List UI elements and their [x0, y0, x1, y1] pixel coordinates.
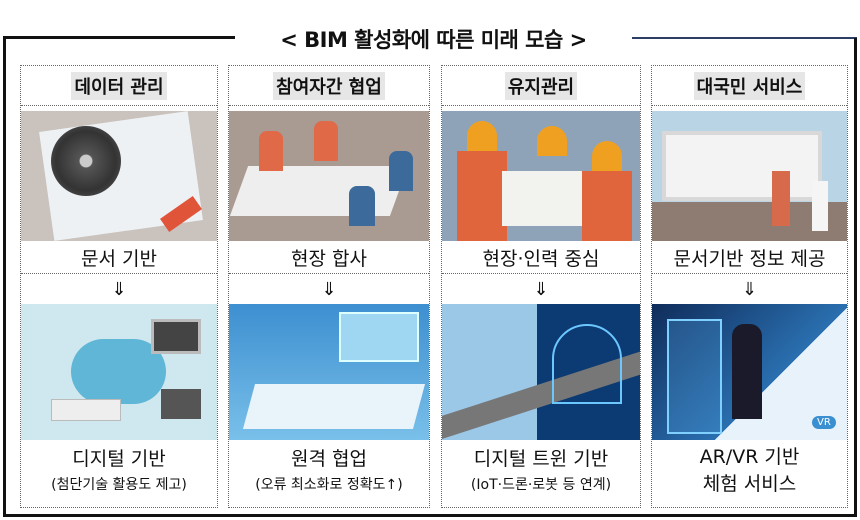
workers-blueprint-image [442, 111, 640, 241]
frame-line-left [3, 36, 235, 39]
column-header: 데이터 관리 [71, 71, 167, 100]
after-sublabel: (IoT·드론·로봇 등 연계) [470, 476, 612, 493]
after-label: AR/VR 기반 [699, 446, 800, 468]
digital-twin-bridge-image [442, 304, 640, 440]
down-arrow-icon: ⇓ [741, 278, 758, 300]
after-sublabel: (오류 최소화로 정확도↑) [255, 476, 403, 493]
document-exhibition-image [652, 111, 847, 241]
vr-badge: VR [812, 416, 836, 429]
before-label: 문서 기반 [21, 241, 217, 274]
document-cd-image [21, 111, 217, 241]
after-label: 디지털 기반 [72, 447, 166, 470]
down-arrow-icon: ⇓ [533, 278, 549, 300]
before-label: 현장·인력 중심 [442, 241, 640, 274]
before-label: 문서기반 정보 제공 [652, 241, 847, 274]
page-title: < BIM 활성화에 따른 미래 모습 > [280, 28, 587, 52]
after-sublabel: 체험 서비스 [702, 473, 797, 495]
column-header: 유지관리 [504, 71, 578, 100]
frame [3, 38, 857, 517]
column-collaboration: 참여자간 협업 현장 합사 ⇓ 원격 협업 (오류 최소화로 정확도↑) [228, 65, 430, 508]
after-label: 디지털 트윈 기반 [473, 447, 609, 470]
column-header: 참여자간 협업 [273, 71, 385, 100]
frame-line-right [632, 37, 857, 39]
column-data-management: 데이터 관리 문서 기반 ⇓ 디지털 기반 (첨단기술 활용도 제고) [20, 65, 218, 508]
column-header: 대국민 서비스 [693, 71, 806, 100]
remote-collaboration-image [229, 304, 429, 440]
onsite-meeting-image [229, 111, 429, 241]
column-maintenance: 유지관리 현장·인력 중심 ⇓ 디지털 트윈 기반 (IoT·드론·로봇 등 연계… [441, 65, 641, 508]
after-sublabel: (첨단기술 활용도 제고) [51, 476, 187, 493]
down-arrow-icon: ⇓ [111, 278, 127, 300]
before-label: 현장 합사 [229, 241, 429, 274]
vr-experience-image: VR [652, 304, 847, 440]
after-label: 원격 협업 [291, 447, 367, 470]
digital-cloud-image [21, 304, 217, 440]
down-arrow-icon: ⇓ [321, 278, 337, 300]
